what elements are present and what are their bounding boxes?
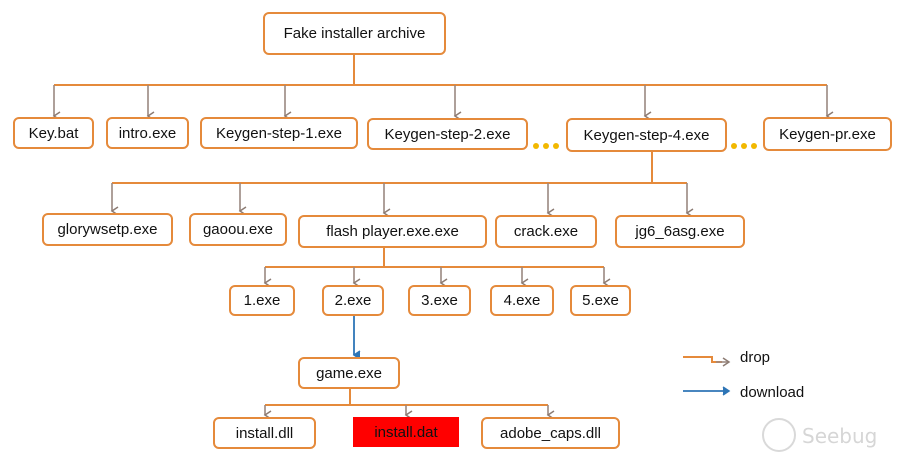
node-fake-installer-archive: Fake installer archive [263, 12, 446, 55]
node-keygen-step-4: Keygen-step-4.exe [566, 118, 727, 152]
legend-drop-line [683, 356, 731, 367]
node-jg6-6asg-exe: jg6_6asg.exe [615, 215, 745, 248]
node-4-exe: 4.exe [490, 285, 554, 316]
node-2-exe: 2.exe [322, 285, 384, 316]
seebug-watermark: Seebug [762, 416, 882, 456]
node-install-dat: install.dat [353, 417, 459, 447]
legend-download-label: download [740, 384, 805, 401]
node-game-exe: game.exe [298, 357, 400, 389]
edge-root-to-level1 [54, 55, 827, 86]
node-flash-player-exe: flash player.exe.exe [298, 215, 487, 248]
node-intro-exe: intro.exe [106, 117, 189, 149]
node-keygen-pr: Keygen-pr.exe [763, 117, 892, 151]
legend-drop-label: drop [740, 349, 771, 366]
node-3-exe: 3.exe [408, 285, 471, 316]
node-key-bat: Key.bat [13, 117, 94, 149]
node-1-exe: 1.exe [229, 285, 295, 316]
edge-flash-to-level3 [265, 247, 604, 268]
ellipsis-dots-left [533, 143, 561, 151]
node-crack-exe: crack.exe [495, 215, 597, 248]
node-glorywsetp-exe: glorywsetp.exe [42, 213, 173, 246]
node-keygen-step-1: Keygen-step-1.exe [200, 117, 358, 149]
node-keygen-step-2: Keygen-step-2.exe [367, 118, 528, 150]
node-adobe-caps-dll: adobe_caps.dll [481, 417, 620, 449]
edge-game-to-level5 [265, 389, 548, 406]
node-install-dll: install.dll [213, 417, 316, 449]
node-5-exe: 5.exe [570, 285, 631, 316]
node-gaoou-exe: gaoou.exe [189, 213, 287, 246]
seebug-logo-icon [762, 418, 796, 452]
ellipsis-dots-right [731, 143, 759, 151]
watermark-text: Seebug [802, 424, 878, 448]
edge-keygen4-to-level2 [112, 152, 687, 184]
